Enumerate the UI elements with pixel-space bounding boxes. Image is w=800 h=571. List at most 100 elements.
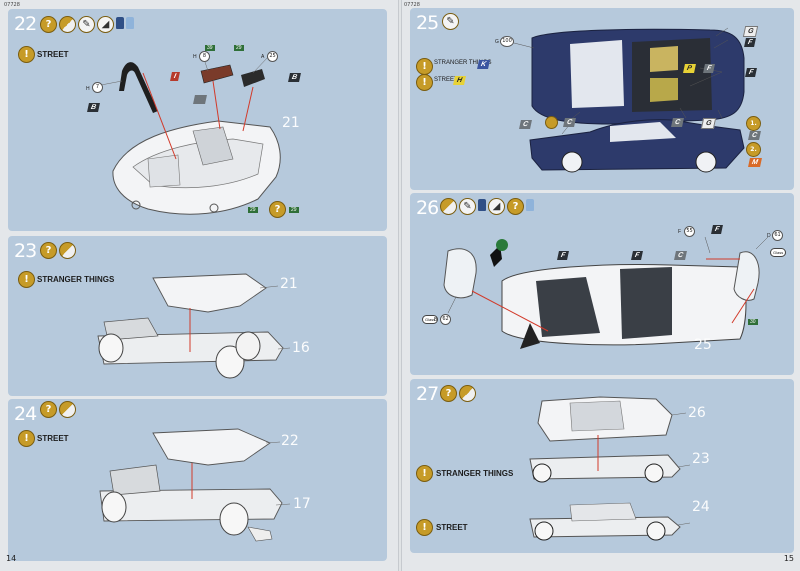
- half-moon-option-icon: [545, 116, 558, 129]
- paint-code: 39: [205, 45, 215, 51]
- question-mark-icon: ?: [40, 242, 57, 259]
- paint-bottle-icon: [126, 17, 134, 29]
- variant-label-stranger-things: STRANGER THINGS: [436, 469, 514, 478]
- glue-tube-icon: ◢: [97, 16, 114, 33]
- step-27-drawing: [529, 396, 691, 541]
- decal-tag-m: M: [748, 158, 762, 167]
- step-24-drawing: [99, 428, 291, 542]
- question-mark-icon: ?: [40, 401, 57, 418]
- step-number: 22: [14, 13, 37, 35]
- part-number-circle: 7: [92, 82, 103, 93]
- variant-label-street: STREET: [434, 77, 458, 83]
- part-letter: H: [86, 86, 90, 92]
- step-number: 25: [416, 12, 439, 34]
- part-number-circle: 25: [267, 51, 278, 62]
- decal-tag-f: F: [744, 38, 757, 47]
- step-number: 27: [416, 383, 439, 405]
- page-number-left: 14: [6, 554, 17, 563]
- part-letter: D: [767, 233, 771, 239]
- variant-label-stranger-things: STRANGER THINGS: [434, 60, 492, 66]
- part-number-circle: 100: [500, 36, 514, 47]
- exclamation-mark-icon: !: [18, 46, 35, 63]
- step-25-drawing: [509, 27, 745, 173]
- paint-code: 29: [289, 207, 299, 213]
- paint-brush-icon: ✎: [442, 13, 459, 30]
- step-27-panel: 27 ? ! STRANGER THINGS ! STREET 26 23 24: [410, 379, 794, 553]
- decal-tag-c: C: [748, 131, 762, 140]
- decal-tag-c: C: [674, 251, 688, 260]
- document-code-right: 07728: [404, 2, 420, 8]
- part-number-circle: 8: [199, 51, 210, 62]
- half-moon-option-icon: [59, 16, 76, 33]
- variant-label-stranger-things: STRANGER THINGS: [37, 275, 115, 284]
- reference-step-number: 21: [282, 115, 300, 131]
- half-moon-option-icon: [59, 242, 76, 259]
- glue-tube-icon: ◢: [488, 198, 505, 215]
- decal-tag-c: C: [519, 120, 533, 129]
- step-23-panel: 23 ? ! STRANGER THINGS 21 16: [8, 236, 387, 396]
- question-mark-icon: ?: [269, 201, 286, 218]
- reference-step-number: 23: [692, 451, 710, 467]
- decal-tag-f: F: [745, 68, 758, 77]
- reference-step-number: 24: [692, 499, 710, 515]
- step-24-panel: 24 ? ! STREET 22 17: [8, 399, 387, 561]
- decal-tag-p: P: [683, 64, 696, 73]
- part-letter: A: [261, 54, 265, 60]
- variant-label-street: STREET: [37, 434, 69, 443]
- paint-code: 29: [234, 45, 244, 51]
- part-letter: H: [193, 54, 197, 60]
- step-23-drawing: [97, 273, 291, 379]
- step-26-panel: 26 ✎ ◢ ? F F F C F 55 D 61 Glass: [410, 193, 794, 375]
- reference-step-number: 22: [281, 433, 299, 449]
- exclamation-mark-icon: !: [18, 430, 35, 447]
- question-mark-icon: ?: [40, 16, 57, 33]
- step-22-panel: 22 ? ✎ ◢ ! STREET H 8 H 7: [8, 9, 387, 231]
- decal-tag-c: C: [671, 118, 685, 127]
- question-mark-icon: ?: [440, 385, 457, 402]
- step-number: 23: [14, 240, 37, 262]
- reference-step-number: 21: [280, 276, 298, 292]
- page-number-right: 15: [783, 554, 794, 563]
- half-moon-option-icon: [440, 198, 457, 215]
- option-number: 2.: [746, 142, 761, 157]
- paint-brush-icon: ✎: [78, 16, 95, 33]
- exclamation-mark-icon: !: [416, 74, 433, 91]
- question-mark-icon: ?: [507, 198, 524, 215]
- decal-tag-b: B: [288, 73, 302, 82]
- glass-glue-label: Glass: [422, 315, 439, 324]
- paint-code: 29: [248, 207, 258, 213]
- document-code-left: 07728: [4, 2, 20, 8]
- step-22-drawing: [100, 55, 281, 215]
- paint-bottle-icon: [526, 199, 534, 211]
- reference-step-number: 16: [292, 340, 310, 356]
- decal-tag-blank: [193, 95, 207, 104]
- reference-step-number: 25: [694, 337, 712, 353]
- decal-tag-f: F: [557, 251, 570, 260]
- paint-brush-icon: ✎: [459, 198, 476, 215]
- page-fold: [398, 0, 402, 571]
- step-25-panel: 25 ✎ ! STRANGER THINGS K ! STREET H G 10…: [410, 8, 794, 190]
- decal-tag-f: F: [631, 251, 644, 260]
- glass-glue-label: Glass: [770, 248, 787, 257]
- decal-tag-c: C: [563, 118, 577, 127]
- part-number-circle: 62: [440, 314, 451, 325]
- part-letter: B: [434, 317, 438, 323]
- decal-tag-f: F: [703, 64, 716, 73]
- option-number: 1.: [746, 116, 761, 131]
- part-letter: G: [495, 39, 499, 45]
- step-26-drawing: [443, 236, 769, 349]
- paint-code: 30: [748, 319, 758, 325]
- exclamation-mark-icon: !: [18, 271, 35, 288]
- reference-step-number: 17: [293, 496, 311, 512]
- step-number: 24: [14, 403, 37, 425]
- decal-tag-f: F: [711, 225, 724, 234]
- variant-label-street: STREET: [436, 523, 468, 532]
- part-number-circle: 61: [772, 230, 783, 241]
- variant-label-street: STREET: [37, 50, 69, 59]
- paint-bottle-icon: [478, 199, 486, 211]
- reference-step-number: 26: [688, 405, 706, 421]
- decal-tag-b: B: [87, 103, 101, 112]
- half-moon-option-icon: [59, 401, 76, 418]
- step-number: 26: [416, 197, 439, 219]
- decal-tag-g: G: [742, 26, 759, 37]
